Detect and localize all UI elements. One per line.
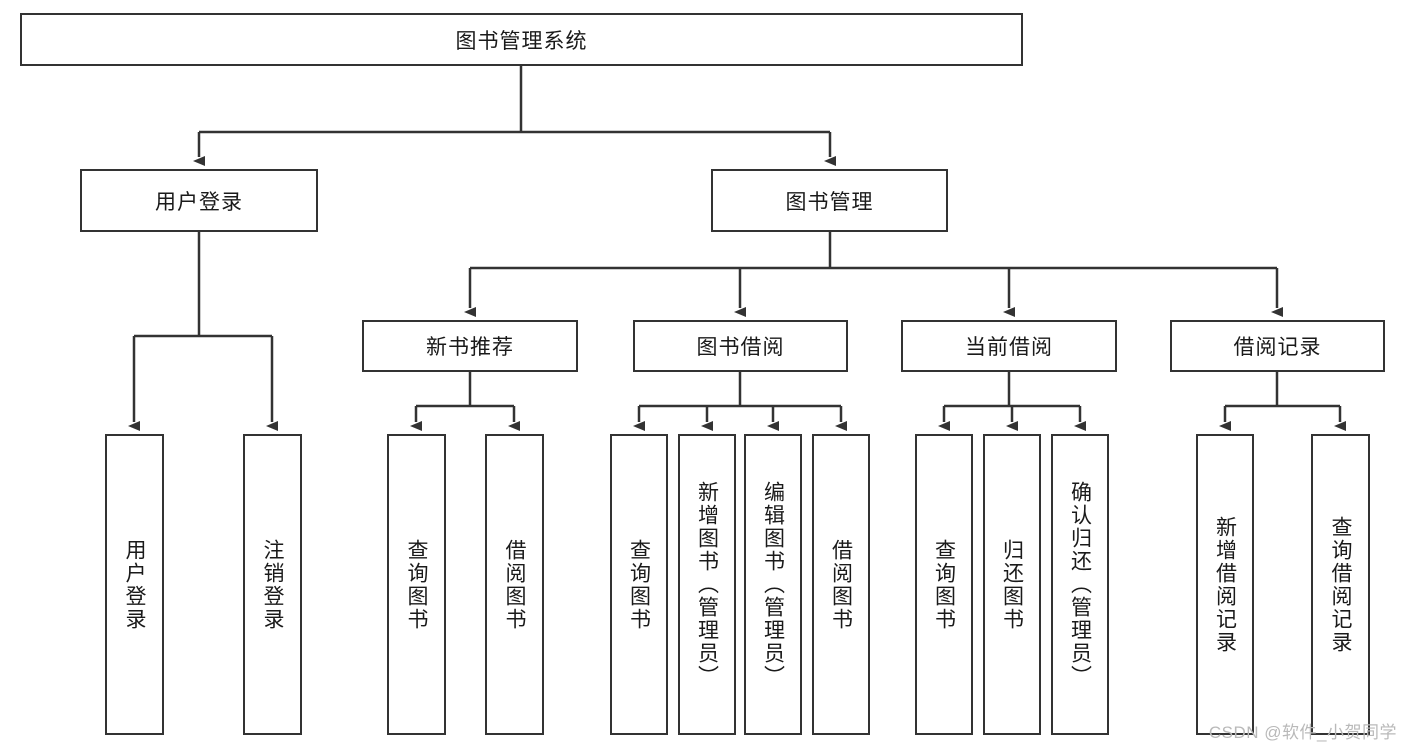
node-current-borrow-label: 当前借阅 xyxy=(965,336,1053,359)
leaf-current-query-book-label: 查询图书 xyxy=(932,538,956,631)
leaf-edit-book-admin[interactable]: 编辑图书（管理员） xyxy=(744,434,802,735)
node-book-borrow[interactable]: 图书借阅 xyxy=(633,320,848,372)
node-root-label: 图书管理系统 xyxy=(455,29,588,53)
node-borrow-record[interactable]: 借阅记录 xyxy=(1170,320,1385,372)
leaf-newbook-borrow-book-label: 借阅图书 xyxy=(503,538,526,631)
leaf-return-book[interactable]: 归还图书 xyxy=(983,434,1041,735)
node-book-borrow-label: 图书借阅 xyxy=(696,336,785,359)
leaf-logout-login-label: 注销登录 xyxy=(261,538,284,631)
node-book-management[interactable]: 图书管理 xyxy=(711,169,948,232)
leaf-confirm-return-admin-label: 确认归还（管理员） xyxy=(1068,481,1092,688)
csdn-watermark: CSDN @软件_小贺同学 xyxy=(1208,723,1397,742)
leaf-query-borrow-record-label: 查询借阅记录 xyxy=(1329,515,1352,654)
node-borrow-record-label: 借阅记录 xyxy=(1233,336,1322,359)
leaf-logout-login[interactable]: 注销登录 xyxy=(243,434,302,735)
node-root[interactable]: 图书管理系统 xyxy=(20,13,1023,66)
leaf-add-book-admin[interactable]: 新增图书（管理员） xyxy=(678,434,736,735)
node-user-login-label: 用户登录 xyxy=(155,190,243,214)
leaf-add-borrow-record-label: 新增借阅记录 xyxy=(1213,515,1237,654)
leaf-borrow-query-book[interactable]: 查询图书 xyxy=(610,434,668,735)
node-current-borrow[interactable]: 当前借阅 xyxy=(901,320,1117,372)
leaf-return-book-label: 归还图书 xyxy=(1000,538,1024,631)
leaf-newbook-query-book-label: 查询图书 xyxy=(405,538,428,631)
leaf-user-login-label: 用户登录 xyxy=(123,538,146,631)
leaf-newbook-query-book[interactable]: 查询图书 xyxy=(387,434,446,735)
leaf-borrow-book-label: 借阅图书 xyxy=(829,538,853,631)
leaf-edit-book-admin-label: 编辑图书（管理员） xyxy=(761,481,785,688)
leaf-add-borrow-record[interactable]: 新增借阅记录 xyxy=(1196,434,1254,735)
node-new-book-recommend-label: 新书推荐 xyxy=(426,336,514,359)
node-user-login[interactable]: 用户登录 xyxy=(80,169,318,232)
leaf-confirm-return-admin[interactable]: 确认归还（管理员） xyxy=(1051,434,1109,735)
leaf-user-login[interactable]: 用户登录 xyxy=(105,434,164,735)
leaf-borrow-book[interactable]: 借阅图书 xyxy=(812,434,870,735)
node-book-management-label: 图书管理 xyxy=(785,190,874,214)
leaf-query-borrow-record[interactable]: 查询借阅记录 xyxy=(1311,434,1370,735)
node-new-book-recommend[interactable]: 新书推荐 xyxy=(362,320,578,372)
leaf-add-book-admin-label: 新增图书（管理员） xyxy=(695,481,719,688)
leaf-current-query-book[interactable]: 查询图书 xyxy=(915,434,973,735)
leaf-newbook-borrow-book[interactable]: 借阅图书 xyxy=(485,434,544,735)
leaf-borrow-query-book-label: 查询图书 xyxy=(627,538,651,631)
